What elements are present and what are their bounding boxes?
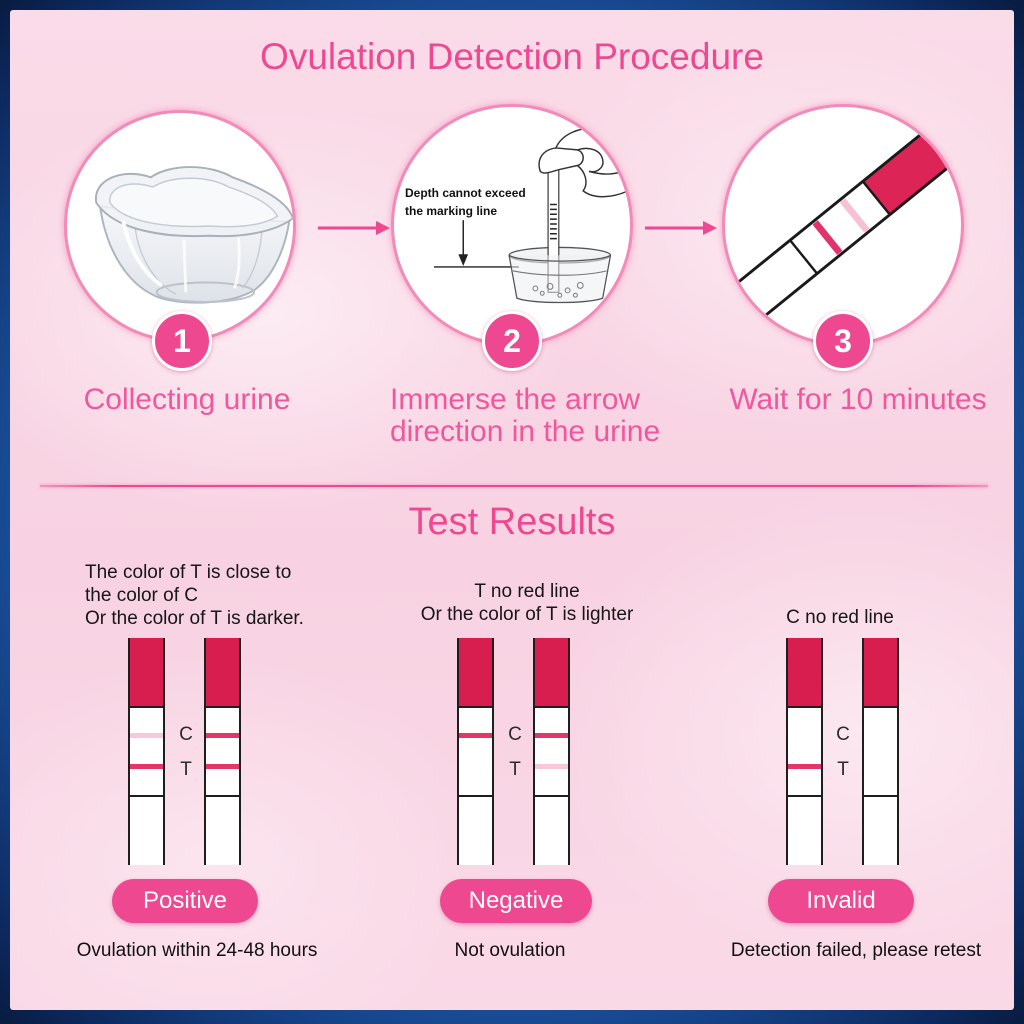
step-3-number-badge: 3: [813, 311, 873, 371]
condition-line: Or the color of T is darker.: [85, 608, 304, 629]
depth-arrow-icon: [458, 220, 469, 266]
cup-rim: [95, 166, 293, 238]
step-label-line: Collecting urine: [83, 383, 291, 416]
page-title: Ovulation Detection Procedure: [260, 36, 764, 77]
positive-badge: Positive: [112, 879, 258, 923]
step-number: 1: [173, 323, 191, 359]
condition-line: Or the color of T is lighter: [420, 604, 634, 625]
strip-handle: [535, 638, 568, 708]
results-title: Test Results: [408, 501, 616, 543]
step-1-label: Collecting urine: [37, 384, 337, 416]
invalid-meaning: Detection failed, please retest: [730, 940, 982, 961]
step-2-illustration: [391, 104, 633, 346]
step-2-label: Immerse the arrow direction in the urine: [390, 384, 660, 448]
test-strip: [128, 638, 165, 865]
strip-divider: [206, 795, 239, 797]
invalid-condition: C no red line: [680, 606, 1000, 629]
strip-handle: [459, 638, 492, 708]
step-label-line: Immerse the arrow: [390, 383, 641, 416]
condition-line: C no red line: [786, 607, 894, 628]
positive-meaning: Ovulation within 24-48 hours: [76, 940, 318, 961]
diagonal-test-strip: [725, 107, 961, 343]
step-label-line: direction in the urine: [390, 415, 661, 448]
step-1-number-badge: 1: [152, 311, 212, 371]
test-strip: [457, 638, 494, 865]
step-label-line: Wait for 10 minutes: [729, 383, 987, 416]
step-number: 2: [503, 323, 521, 359]
step-number: 3: [834, 323, 852, 359]
dip-strip-icon: [433, 127, 630, 304]
condition-line: The color of T is close to: [85, 562, 292, 583]
urine-cup: [508, 254, 612, 304]
strip-divider: [459, 795, 492, 797]
depth-note: Depth cannot exceed the marking line: [405, 184, 526, 220]
depth-note-line: the marking line: [405, 204, 498, 218]
strip-t-line: [788, 764, 821, 769]
depth-note-line: Depth cannot exceed: [405, 186, 526, 200]
negative-badge: Negative: [440, 879, 592, 923]
strip-c-line: [130, 733, 163, 738]
invalid-badge: Invalid: [768, 879, 914, 923]
positive-condition: The color of T is close to the color of …: [85, 561, 385, 630]
condition-line: the color of C: [85, 585, 198, 606]
strip-c-line: [535, 733, 568, 738]
strip-c-line: [459, 733, 492, 738]
strip-t-line: [206, 764, 239, 769]
urine-cup-icon: [95, 166, 293, 304]
condition-line: T no red line: [474, 581, 580, 602]
step-1-illustration: [64, 110, 296, 342]
strip-t-line: [130, 764, 163, 769]
strip-divider: [130, 795, 163, 797]
strip-c-line: [206, 733, 239, 738]
negative-meaning: Not ovulation: [454, 940, 566, 961]
hand: [538, 127, 630, 198]
test-strip-icon: [725, 107, 961, 343]
strip-divider: [788, 795, 821, 797]
section-divider: [40, 485, 988, 487]
negative-condition: T no red line Or the color of T is light…: [367, 580, 687, 626]
test-strip: [204, 638, 241, 865]
test-line-label: T: [180, 759, 192, 780]
arrow-right-icon: [318, 221, 390, 235]
strip-handle: [864, 638, 897, 708]
step-3-illustration: [722, 104, 964, 346]
step-3-label: Wait for 10 minutes: [708, 384, 1008, 416]
control-line-label: C: [179, 724, 193, 745]
test-strip: [786, 638, 823, 865]
control-line-label: C: [836, 724, 850, 745]
strip-divider: [864, 795, 897, 797]
arrow-right-icon: [645, 221, 717, 235]
test-strip: [533, 638, 570, 865]
test-line-label: T: [509, 759, 521, 780]
strip-divider: [535, 795, 568, 797]
strip-handle: [206, 638, 239, 708]
test-line-label: T: [837, 759, 849, 780]
strip-handle: [130, 638, 163, 708]
test-strip: [862, 638, 899, 865]
step-2-number-badge: 2: [482, 311, 542, 371]
strip-handle: [788, 638, 821, 708]
strip-t-line: [535, 764, 568, 769]
control-line-label: C: [508, 724, 522, 745]
